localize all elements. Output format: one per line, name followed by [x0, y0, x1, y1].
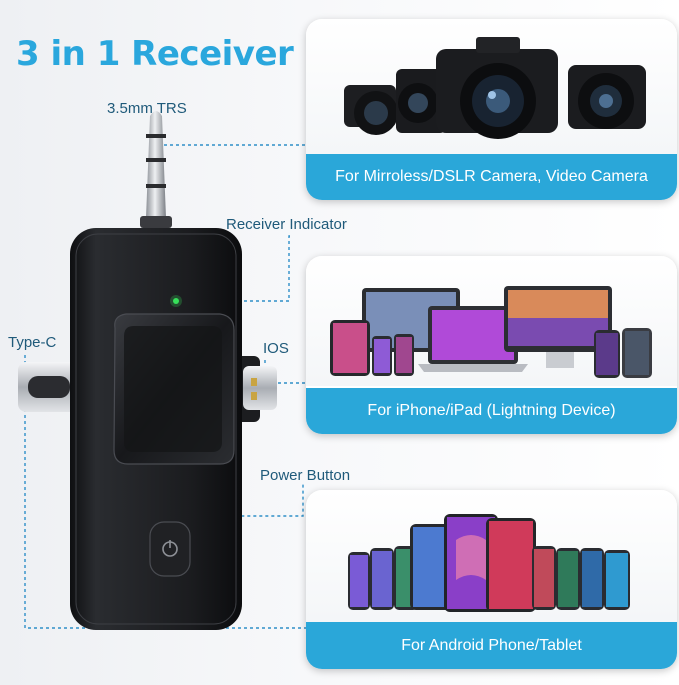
label-power-button: Power Button: [260, 467, 351, 484]
android-devices-icon: [348, 514, 630, 612]
receiver-illustration: [18, 111, 277, 630]
card-camera: For Mirroless/DSLR Camera, Video Camera: [306, 19, 677, 200]
camera-photo: [306, 19, 677, 154]
apple-devices-photo: [306, 256, 677, 386]
label-type-c: Type-C: [8, 334, 57, 351]
label-ios: IOS: [263, 340, 289, 357]
apple-devices-icon: [330, 286, 652, 378]
android-devices-photo: [306, 490, 677, 622]
cameras-icon: [344, 37, 646, 139]
card-ios: For iPhone/iPad (Lightning Device): [306, 256, 677, 434]
card-android: For Android Phone/Tablet: [306, 490, 677, 669]
label-3-5mm-trs: 3.5mm TRS: [107, 100, 187, 117]
label-receiver-indicator: Receiver Indicator: [226, 216, 347, 233]
card-caption: For iPhone/iPad (Lightning Device): [306, 388, 677, 434]
page-title: 3 in 1 Receiver: [16, 34, 294, 74]
card-caption: For Android Phone/Tablet: [306, 622, 677, 669]
card-caption: For Mirroless/DSLR Camera, Video Camera: [306, 154, 677, 200]
